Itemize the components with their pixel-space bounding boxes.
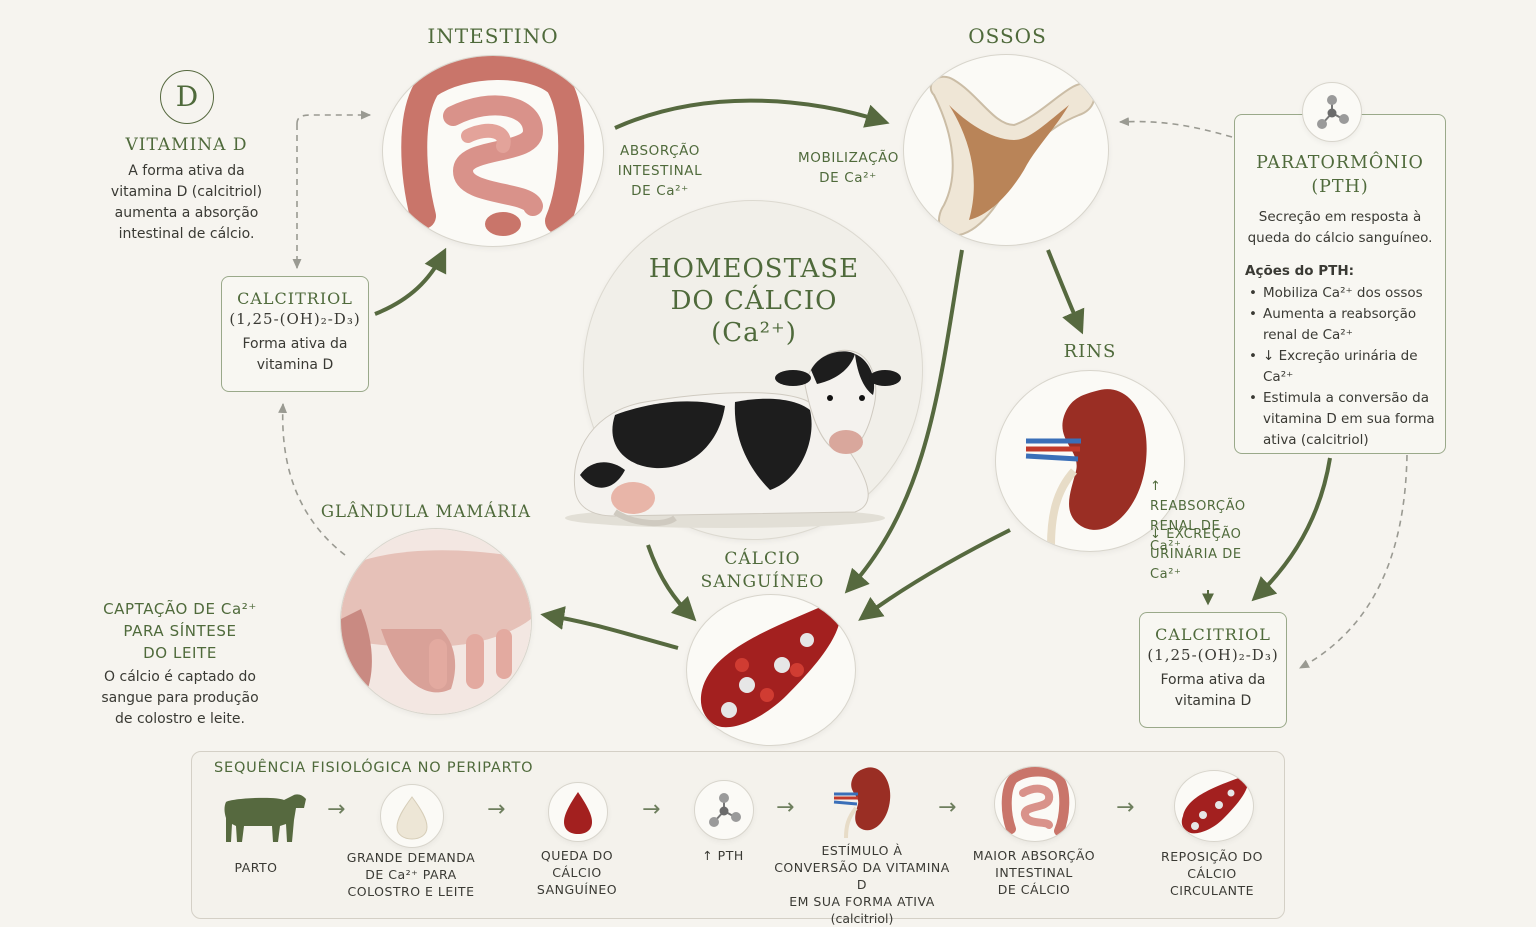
bones-title: OSSOS	[968, 24, 1047, 48]
blood-vessel-step-icon	[1174, 770, 1254, 842]
calcitriol-left-title: CALCITRIOL	[237, 289, 353, 308]
center-title: HOMEOSTASE DO CÁLCIO (Ca²⁺)	[648, 254, 860, 348]
arrow-intestine-to-bones	[614, 98, 890, 130]
kidneys-excretion-label: ↓ EXCREÇÃO URINÁRIA DE Ca²⁺	[1150, 527, 1242, 582]
dashed-pth-to-calcitriol-right	[1299, 454, 1408, 669]
blood-drop-icon	[548, 782, 608, 842]
sequence-step-label: QUEDA DO CÁLCIO SANGUÍNEO	[536, 848, 618, 897]
arrow-blood-to-mammary	[540, 606, 679, 650]
mammary-title: GLÂNDULA MAMÁRIA	[320, 502, 532, 521]
calcitriol-left-formula: (1,25-(OH)₂-D₃)	[229, 310, 361, 328]
sequence-step-label: MAIOR ABSORÇÃO INTESTINAL DE CÁLCIO	[972, 848, 1096, 897]
kidney-step-icon	[833, 767, 891, 838]
arrow-kidneys-to-blood	[858, 528, 1011, 621]
intestine-step-icon	[994, 766, 1076, 842]
calcitriol-left-box: CALCITRIOL (1,25-(OH)₂-D₃) Forma ativa d…	[221, 276, 369, 392]
sequence-step-label: GRANDE DEMANDA DE Ca²⁺ PARA COLOSTRO E L…	[346, 850, 476, 899]
pth-box: PARATORMÔNIO (PTH) Secreção em resposta …	[1234, 114, 1446, 454]
intestine-absorption-label: ABSORÇÃO INTESTINAL DE Ca²⁺	[617, 143, 703, 199]
pth-action-item: Aumenta a reabsorção renal de Ca²⁺	[1247, 304, 1435, 346]
sequence-step-label: ESTÍMULO À CONVERSÃO DA VITAMINA D EM SU…	[774, 843, 950, 926]
pth-step-molecule-icon	[694, 780, 754, 840]
dashed-vitd-to-intestine	[296, 110, 372, 125]
mammary-circle	[340, 528, 532, 715]
bone-illustration	[929, 75, 1096, 237]
arrow-pth-to-calcitriol	[1251, 457, 1332, 602]
pth-action-item: Estimula a conversão da vitamina D em su…	[1247, 388, 1435, 451]
mammary-desc: O cálcio é captado do sangue para produç…	[101, 669, 259, 727]
pth-title: PARATORMÔNIO (PTH)	[1256, 153, 1424, 197]
sequence-step-label: PARTO	[234, 860, 278, 875]
milk-drop-icon	[380, 784, 444, 848]
calcitriol-left-desc: Forma ativa da vitamina D	[242, 336, 348, 373]
blood-circle	[686, 594, 856, 746]
sequence-arrow: →	[642, 797, 661, 822]
arrow-center-to-blood	[646, 544, 697, 622]
dashed-pth-to-bones	[1118, 117, 1233, 138]
pth-actions-list: Mobiliza Ca²⁺ dos ossos Aumenta a reabso…	[1247, 283, 1435, 451]
pth-action-item: Mobiliza Ca²⁺ dos ossos	[1247, 283, 1435, 304]
blood-vessel-illustration	[700, 600, 841, 728]
intestine-title: INTESTINO	[427, 24, 559, 48]
calcitriol-right-title: CALCITRIOL	[1155, 625, 1271, 644]
kidneys-reabsorption-label: ↑ REABSORÇÃO RENAL DE Ca²⁺	[1150, 479, 1246, 554]
calcitriol-right-box: CALCITRIOL (1,25-(OH)₂-D₃) Forma ativa d…	[1139, 612, 1287, 728]
sequence-arrow: →	[487, 797, 506, 822]
vitamin-d-title: VITAMINA D	[125, 135, 248, 155]
sequence-arrow: →	[327, 797, 346, 822]
bones-mobilization-label: MOBILIZAÇÃO DE Ca²⁺	[798, 150, 899, 186]
sequence-title: SEQUÊNCIA FISIOLÓGICA NO PERIPARTO	[214, 760, 534, 776]
sequence-step-label: REPOSIÇÃO DO CÁLCIO CIRCULANTE	[1161, 849, 1263, 898]
sequence-step-label: ↑ PTH	[702, 848, 744, 863]
kidney-illustration	[1025, 389, 1147, 547]
calcitriol-right-formula: (1,25-(OH)₂-D₃)	[1147, 646, 1279, 664]
pth-desc: Secreção em resposta à queda do cálcio s…	[1247, 209, 1433, 246]
kidneys-title: RINS	[1063, 341, 1117, 362]
vitamin-d-text: A forma ativa da vitamina D (calcitriol)…	[110, 163, 263, 242]
kidneys-circle	[995, 370, 1185, 552]
pth-molecule-icon	[1302, 82, 1362, 142]
cow-silhouette-icon	[224, 794, 306, 842]
mammary-capture-label: CAPTAÇÃO DE Ca²⁺ PARA SÍNTESE DO LEITE	[103, 600, 257, 662]
pth-action-item: ↓ Excreção urinária de Ca²⁺	[1247, 346, 1435, 388]
arrow-bones-to-kidneys	[1046, 249, 1085, 335]
vitamin-d-icon: D	[160, 70, 214, 124]
cow-illustration	[565, 349, 901, 528]
arrow-calcitriol-to-intestine	[374, 247, 447, 316]
sequence-arrow: →	[938, 795, 957, 820]
intestine-illustration	[401, 56, 585, 236]
calcitriol-right-desc: Forma ativa da vitamina D	[1160, 672, 1266, 709]
pth-actions-title: Ações do PTH:	[1245, 263, 1355, 279]
udder-illustration	[341, 529, 531, 714]
dashed-mammary-to-calcitriol	[278, 402, 346, 556]
sequence-arrow: →	[776, 795, 795, 820]
sequence-arrow: →	[1116, 795, 1135, 820]
intestine-circle	[382, 55, 604, 247]
blood-title: CÁLCIO SANGUÍNEO	[700, 549, 825, 592]
bones-circle	[903, 54, 1109, 246]
arrow-bones-to-blood	[844, 249, 964, 594]
